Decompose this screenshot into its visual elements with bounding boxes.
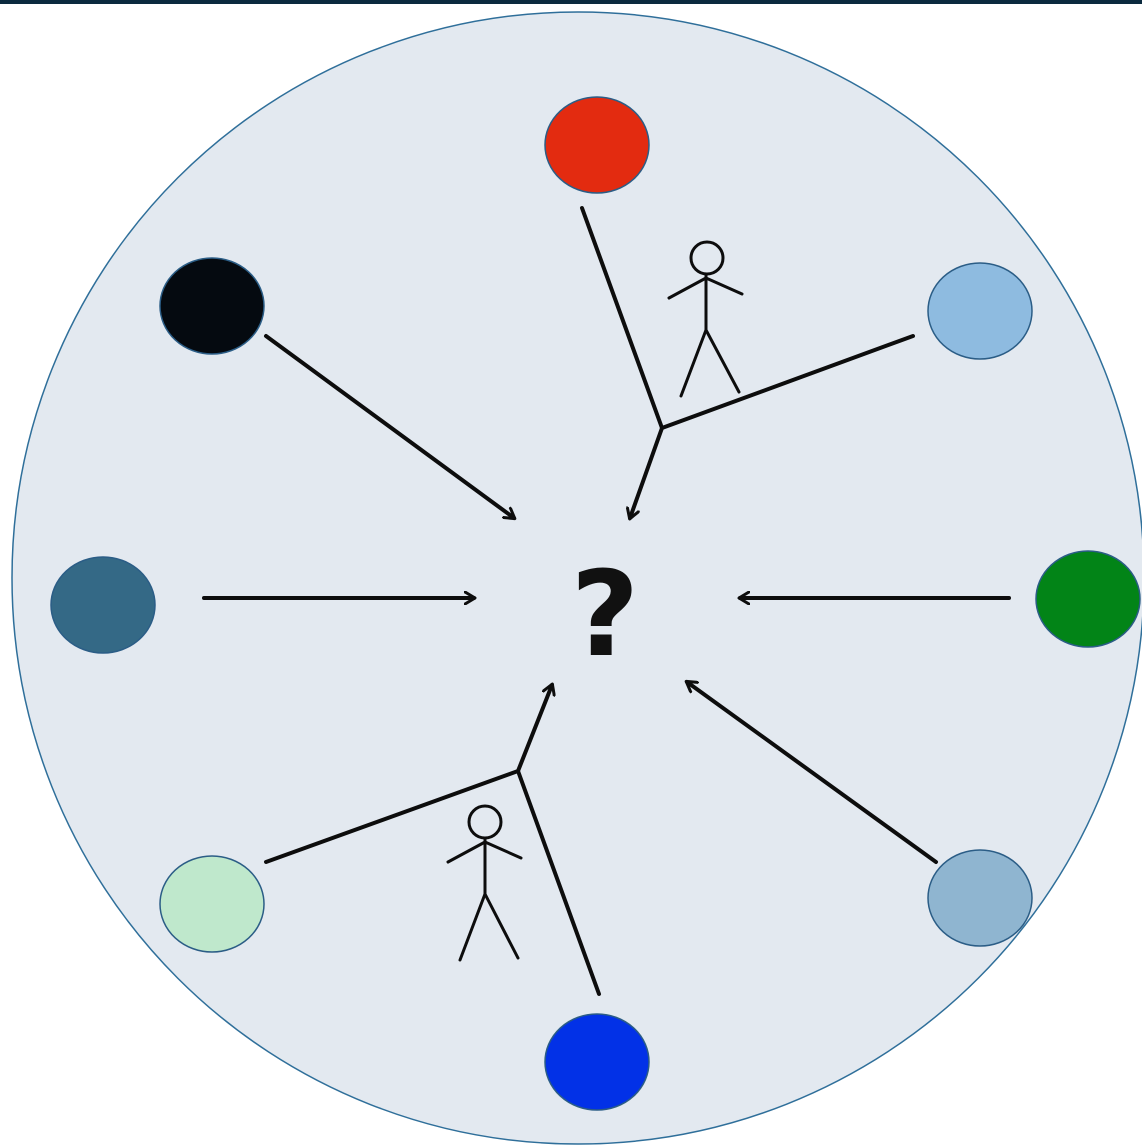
node-slate-blue [50, 556, 156, 654]
node-blue [544, 1013, 650, 1111]
arrow-bottom-merge [516, 685, 552, 773]
connector-line-light-blue [660, 334, 915, 430]
node-light-blue [927, 262, 1033, 360]
arrow-steel-blue [687, 682, 938, 864]
connector-line-blue [516, 769, 601, 996]
stick-figure-icon [667, 240, 744, 398]
connector-line-red [580, 206, 664, 430]
node-steel-blue [927, 849, 1033, 947]
stick-figure-icon [446, 804, 523, 962]
background-circle [11, 11, 1142, 1145]
connectors [202, 206, 1011, 996]
node-mint [159, 855, 265, 953]
arrow-black [264, 334, 514, 518]
top-border [0, 0, 1142, 4]
node-red [544, 96, 650, 194]
node-green [1035, 550, 1141, 648]
arrow-top-merge [630, 426, 664, 518]
node-black [159, 257, 265, 355]
connector-line-mint [264, 769, 520, 864]
center-question-mark: ? [571, 545, 639, 683]
nodes [50, 96, 1141, 1111]
